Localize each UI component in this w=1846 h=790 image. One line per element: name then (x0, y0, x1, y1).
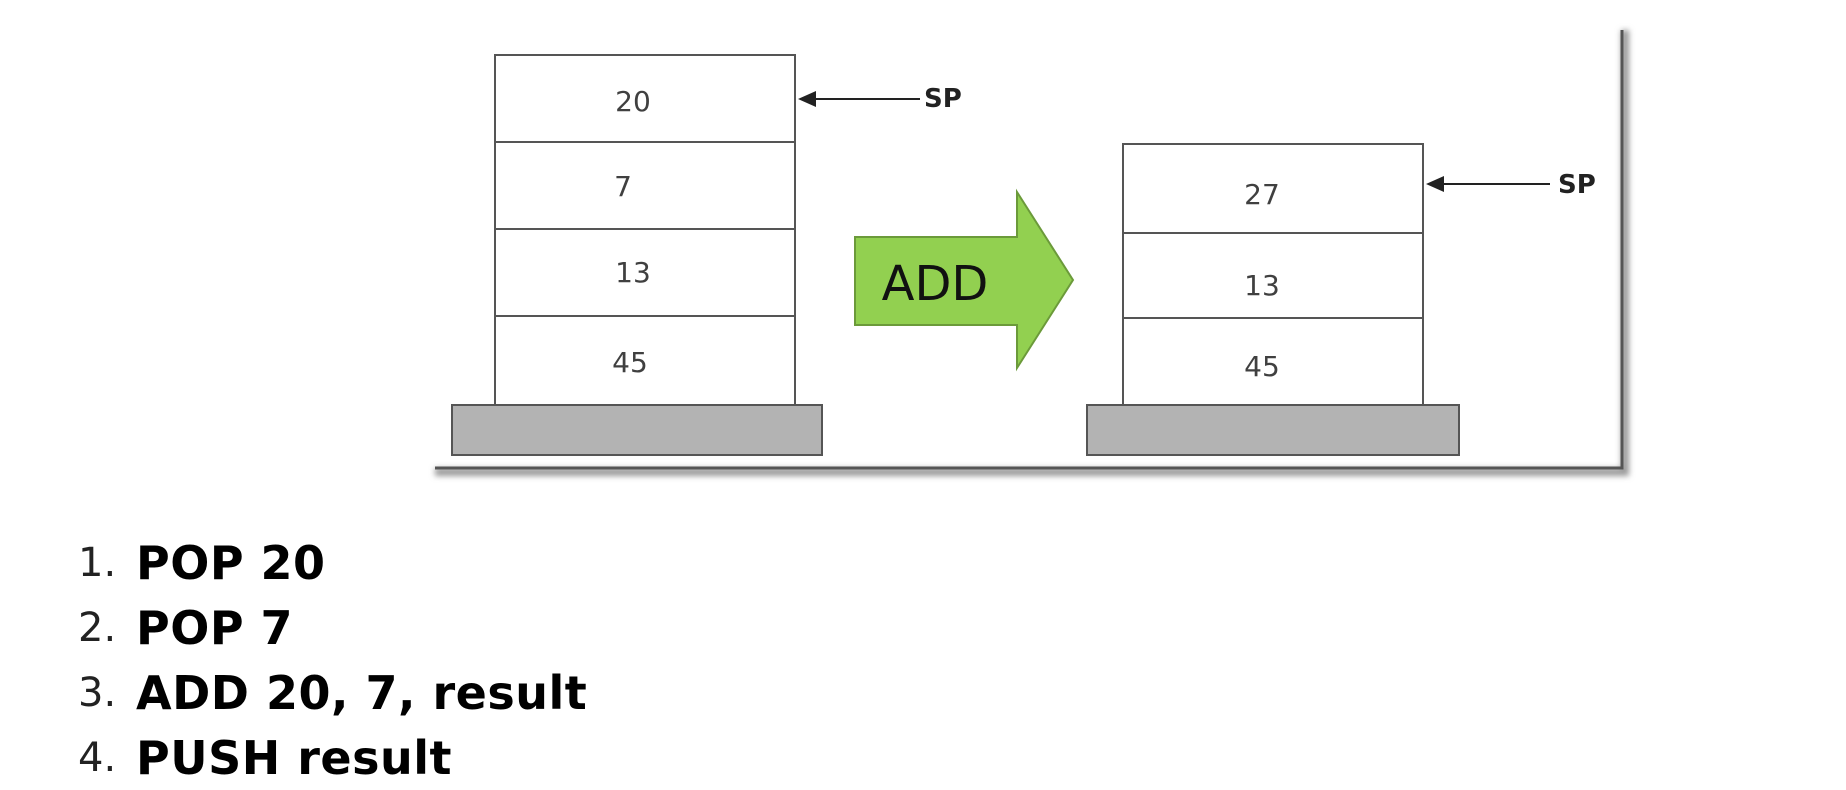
stack-cell (494, 141, 796, 230)
step-number: 2. (78, 604, 117, 651)
stack-cell (1122, 317, 1424, 406)
sp-label: SP (924, 84, 962, 114)
stack-cell (494, 54, 796, 143)
step-number: 3. (78, 669, 117, 716)
step-text: ADD 20, 7, result (136, 665, 588, 720)
add-arrow: ADD (854, 188, 1075, 372)
step-item: 1. POP 20 (78, 530, 587, 595)
step-item: 3. ADD 20, 7, result (78, 660, 587, 725)
steps-list: 1. POP 20 2. POP 7 3. ADD 20, 7, result … (78, 530, 587, 790)
stack-base (1086, 404, 1460, 456)
step-number: 4. (78, 734, 117, 781)
arrowhead-icon (1426, 176, 1444, 192)
right-arrow-icon (854, 188, 1075, 372)
stack-cell (494, 315, 796, 406)
stack-cell (494, 228, 796, 317)
stack-after: 27 13 45 (1086, 143, 1460, 456)
stack-value: 45 (612, 346, 648, 379)
sp-label: SP (1558, 170, 1596, 200)
stack-base (451, 404, 823, 456)
step-text: PUSH result (136, 730, 452, 785)
step-number: 1. (78, 539, 117, 586)
stack-pointer-before: SP (798, 84, 962, 114)
stack-value: 7 (614, 170, 632, 203)
stack-pointer-after: SP (1426, 170, 1596, 200)
operation-label: ADD (882, 256, 989, 312)
stack-cell (1122, 143, 1424, 234)
arrowhead-icon (798, 91, 816, 107)
stack-value: 45 (1244, 350, 1280, 383)
stack-before: 20 7 13 45 (451, 54, 823, 456)
stack-value: 13 (1244, 269, 1280, 302)
stack-value: 13 (615, 256, 651, 289)
step-text: POP 7 (136, 600, 294, 655)
stack-value: 20 (615, 85, 651, 118)
step-item: 4. PUSH result (78, 725, 587, 790)
step-item: 2. POP 7 (78, 595, 587, 660)
diagram-frame (435, 30, 1629, 476)
step-text: POP 20 (136, 535, 326, 590)
stack-value: 27 (1244, 178, 1280, 211)
stack-cell (1122, 232, 1424, 319)
